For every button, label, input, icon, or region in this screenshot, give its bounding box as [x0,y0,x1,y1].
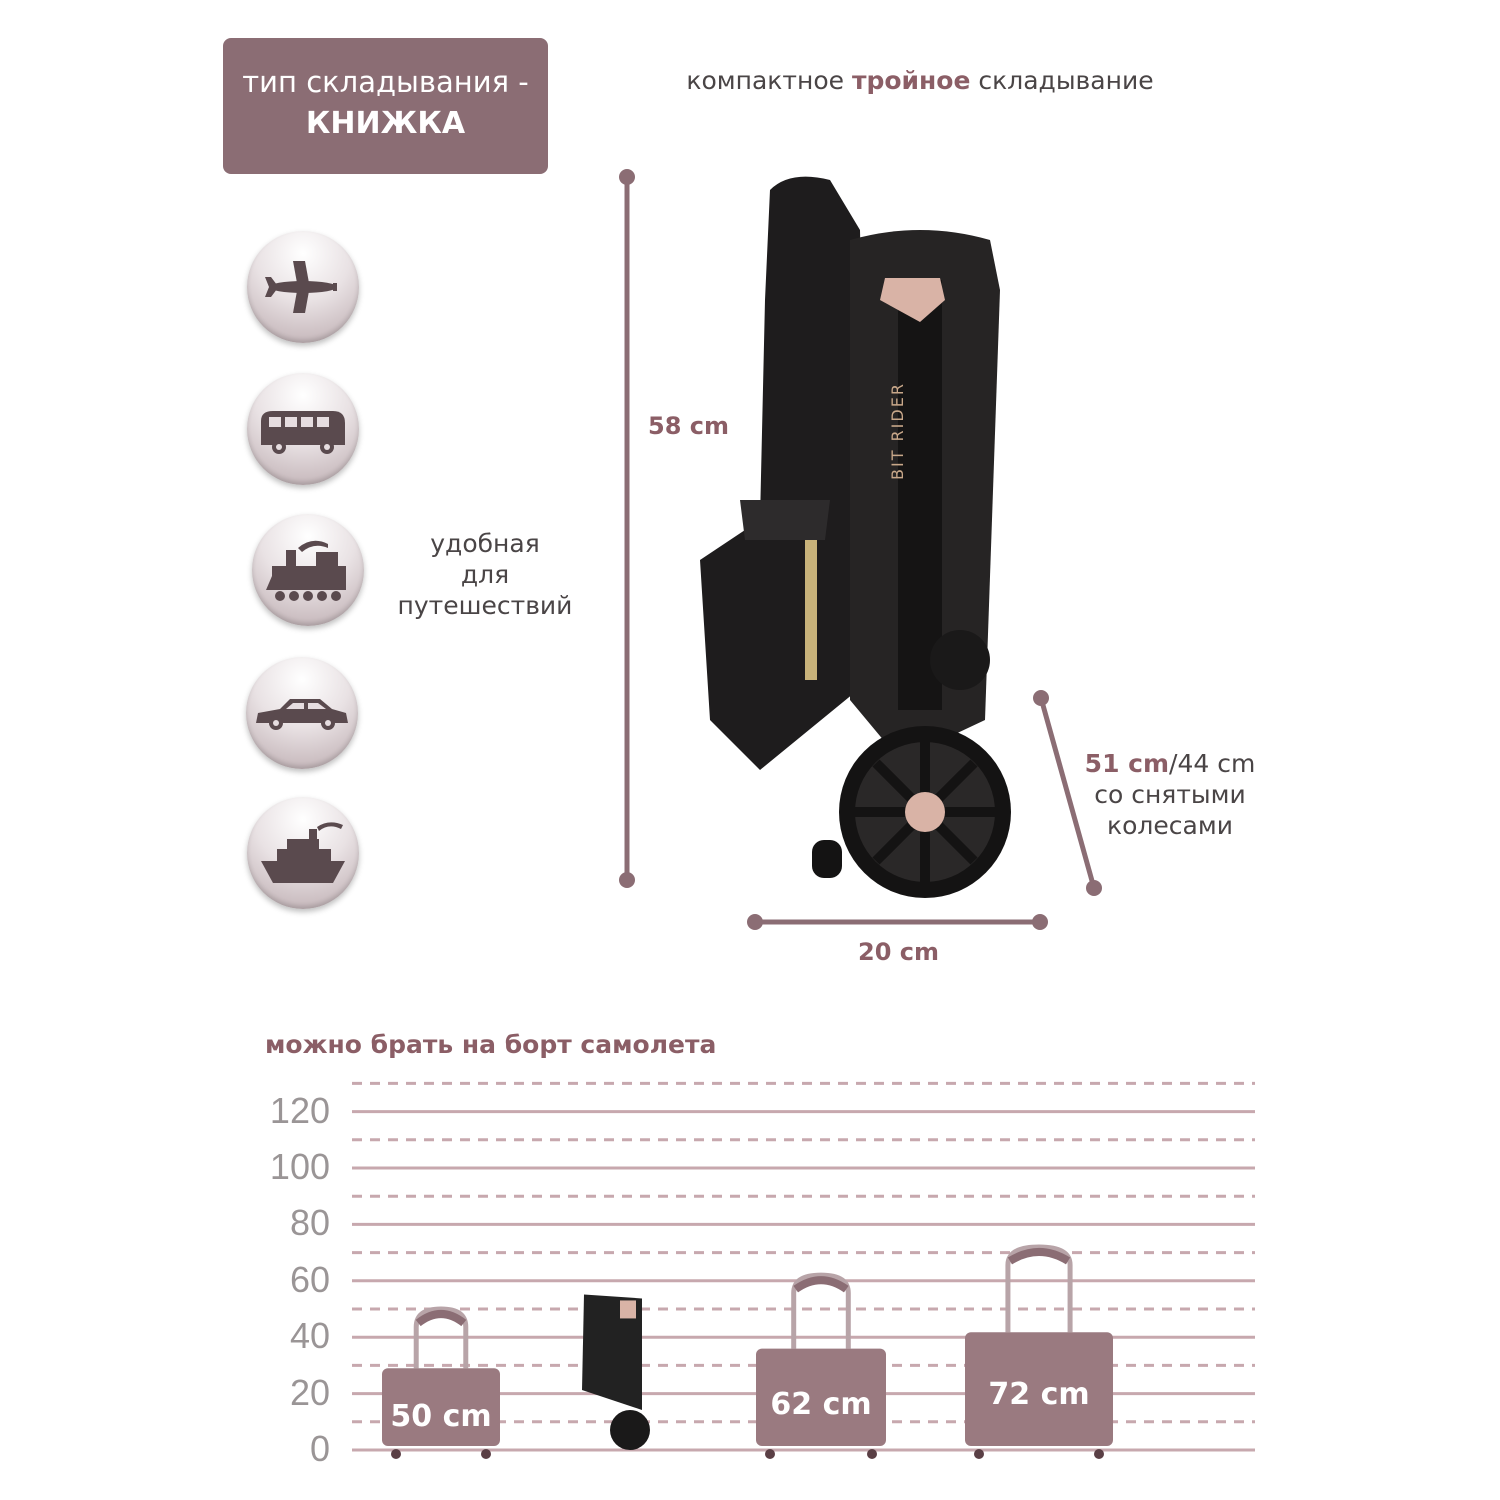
depth-endpoint-top [1033,690,1049,706]
folded-stroller-image [700,176,1011,898]
depth-label: 51 cm/44 cm со снятыми колесами [1070,748,1270,841]
car-icon [246,657,358,769]
y-tick-label: 20 [289,1371,330,1413]
travel-note-line2: для [460,560,510,589]
headline-before: компактное [686,66,852,95]
fold-type-line2: КНИЖКА [305,106,466,141]
y-tick-label: 120 [269,1089,330,1131]
fold-type-badge: тип складывания - КНИЖКА [223,38,548,174]
y-tick-label: 0 [309,1428,330,1469]
chart-title: можно брать на борт самолета [265,1030,717,1059]
y-tick-label: 40 [289,1315,330,1357]
width-endpoint-right [1032,914,1048,930]
height-endpoint-bottom [619,872,635,888]
travel-note-line3: путешествий [397,591,573,620]
headline-after: складывание [970,66,1154,95]
y-tick-label: 80 [289,1202,330,1244]
dimension-diagram [619,169,1102,930]
depth-note-line1: со снятыми [1094,780,1246,809]
chart-bar [382,1306,500,1459]
width-label: 20 cm [858,938,939,966]
depth-line [1038,697,1097,889]
width-endpoint-left [747,914,763,930]
height-endpoint-top [619,169,635,185]
chart-bar [965,1244,1113,1459]
bar-label: 50 cm [390,1399,492,1435]
train-icon [252,514,364,626]
bus-icon [247,373,359,485]
depth-note-line2: колесами [1107,811,1233,840]
ship-icon [247,797,359,909]
airplane-icon [247,231,359,343]
y-tick-label: 60 [289,1258,330,1300]
headline: компактное тройное складывание [660,66,1180,95]
depth-endpoint-bottom [1086,880,1102,896]
depth-value: 51 cm [1084,749,1170,778]
y-tick-label: 100 [269,1146,330,1187]
travel-note-line1: удобная [430,529,540,558]
bar-label: 62 cm [770,1387,872,1423]
travel-note: удобная для путешествий [380,528,590,621]
headline-highlight: тройное [851,66,971,95]
chart-bar [756,1272,886,1459]
height-label: 58 cm [648,412,729,440]
chart-bar [582,1294,650,1450]
fold-type-line1: тип складывания - [242,65,529,99]
bar-label: 72 cm [988,1376,1090,1412]
depth-alt: /44 cm [1169,749,1256,778]
